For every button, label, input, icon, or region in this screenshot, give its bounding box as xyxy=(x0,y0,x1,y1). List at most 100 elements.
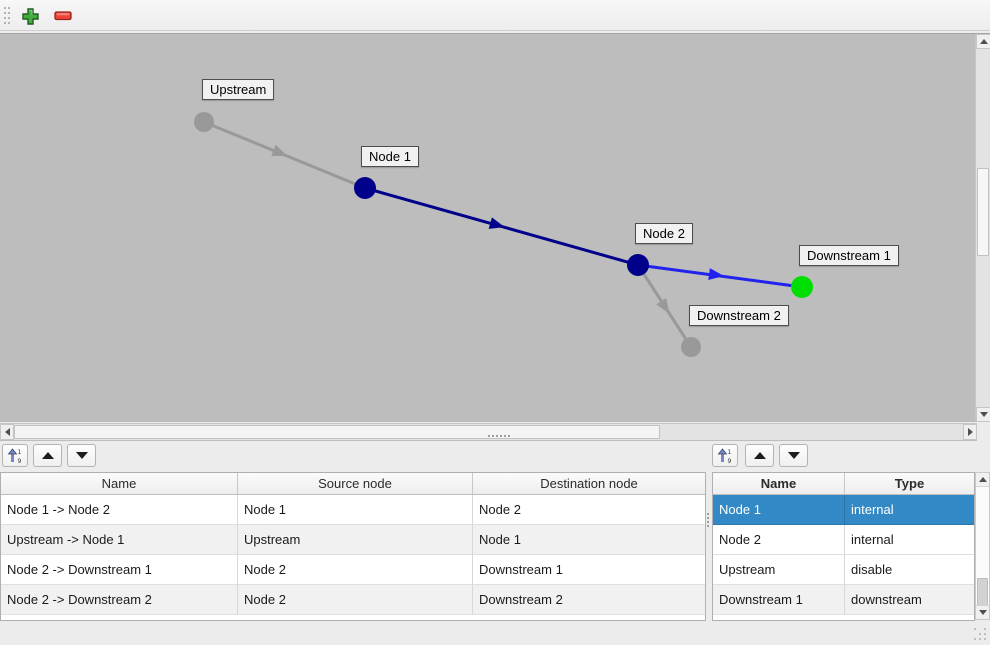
sort-icon: 1 9 xyxy=(7,448,23,464)
edge-destination-cell[interactable]: Node 1 xyxy=(473,525,705,555)
node-row[interactable]: Node 2 internal xyxy=(713,525,974,555)
edge-destination-cell[interactable]: Node 2 xyxy=(473,495,705,525)
triangle-up-icon xyxy=(980,39,988,44)
edge-name-cell[interactable]: Node 2 -> Downstream 2 xyxy=(1,585,238,615)
vertical-pane-splitter[interactable] xyxy=(707,513,709,515)
minus-icon xyxy=(54,11,72,21)
node-label-downstream2[interactable]: Downstream 2 xyxy=(689,305,789,326)
empty-row-stub xyxy=(713,615,974,620)
node-circle-node1[interactable] xyxy=(354,177,376,199)
horizontal-scrollbar-thumb[interactable] xyxy=(14,425,660,439)
node-circle-downstream2[interactable] xyxy=(681,337,701,357)
node-name-cell[interactable]: Node 1 xyxy=(713,495,845,525)
node-circle-upstream[interactable] xyxy=(194,112,214,132)
triangle-down-icon xyxy=(979,610,987,615)
triangle-down-icon xyxy=(980,412,988,417)
triangle-right-icon xyxy=(968,428,973,436)
scroll-up-button[interactable] xyxy=(976,34,990,49)
edge-node2-downstream1[interactable] xyxy=(638,265,802,287)
edge-destination-cell[interactable]: Downstream 1 xyxy=(473,555,705,585)
node-name-cell[interactable]: Upstream xyxy=(713,555,845,585)
scroll-down-button[interactable] xyxy=(976,605,989,619)
node-label-upstream[interactable]: Upstream xyxy=(202,79,274,100)
node-row[interactable]: Upstream disable xyxy=(713,555,974,585)
edge-node1-node2[interactable] xyxy=(365,188,638,265)
column-header-source-node[interactable]: Source node xyxy=(238,473,473,495)
main-toolbar xyxy=(0,0,990,31)
edge-source-cell[interactable]: Node 2 xyxy=(238,585,473,615)
edge-source-cell[interactable]: Node 2 xyxy=(238,555,473,585)
edge-name-cell[interactable]: Node 2 -> Downstream 1 xyxy=(1,555,238,585)
graph-panel: Upstream Node 1 Node 2 Downstream 1 Down… xyxy=(0,33,990,422)
node-row-selected[interactable]: Node 1 internal xyxy=(713,495,974,525)
graph-canvas[interactable]: Upstream Node 1 Node 2 Downstream 1 Down… xyxy=(0,34,975,422)
column-header-name[interactable]: Name xyxy=(713,473,845,495)
scroll-down-button[interactable] xyxy=(976,407,990,422)
edge-destination-cell[interactable]: Downstream 2 xyxy=(473,585,705,615)
svg-text:9: 9 xyxy=(728,458,732,464)
plus-icon xyxy=(22,8,39,25)
canvas-vertical-scrollbar[interactable] xyxy=(975,34,990,422)
svg-text:9: 9 xyxy=(18,458,22,464)
move-up-icon xyxy=(42,452,54,459)
node-name-cell[interactable]: Downstream 1 xyxy=(713,585,845,615)
svg-text:1: 1 xyxy=(18,449,22,456)
horizontal-pane-splitter[interactable] xyxy=(488,435,490,437)
node-circle-node2[interactable] xyxy=(627,254,649,276)
nodes-table-header: Name Type xyxy=(713,473,974,495)
edge-row[interactable]: Upstream -> Node 1 Upstream Node 1 xyxy=(1,525,705,555)
scroll-left-button[interactable] xyxy=(0,424,14,440)
nodes-table-scrollbar[interactable] xyxy=(975,472,990,620)
svg-text:1: 1 xyxy=(728,449,732,456)
empty-row-stub xyxy=(1,615,705,620)
canvas-horizontal-scrollbar[interactable] xyxy=(0,423,977,441)
move-down-icon xyxy=(76,452,88,459)
window-resize-grip[interactable] xyxy=(974,628,976,630)
remove-button[interactable] xyxy=(51,5,75,27)
node-label-node1[interactable]: Node 1 xyxy=(361,146,419,167)
edge-row[interactable]: Node 1 -> Node 2 Node 1 Node 2 xyxy=(1,495,705,525)
node-name-cell[interactable]: Node 2 xyxy=(713,525,845,555)
edges-move-up-button[interactable] xyxy=(33,444,62,467)
move-up-icon xyxy=(754,452,766,459)
edge-source-cell[interactable]: Node 1 xyxy=(238,495,473,525)
column-header-name[interactable]: Name xyxy=(1,473,238,495)
node-type-cell[interactable]: internal xyxy=(845,495,974,525)
node-circle-downstream1[interactable] xyxy=(791,276,813,298)
edge-row[interactable]: Node 2 -> Downstream 2 Node 2 Downstream… xyxy=(1,585,705,615)
edge-arrowhead xyxy=(489,217,507,233)
column-header-type[interactable]: Type xyxy=(845,473,974,495)
triangle-left-icon xyxy=(5,428,10,436)
node-type-cell[interactable]: disable xyxy=(845,555,974,585)
edges-move-down-button[interactable] xyxy=(67,444,96,467)
sort-icon: 1 9 xyxy=(717,448,733,464)
nodes-sort-button[interactable]: 1 9 xyxy=(712,444,738,467)
nodes-move-up-button[interactable] xyxy=(745,444,774,467)
nodes-move-down-button[interactable] xyxy=(779,444,808,467)
triangle-up-icon xyxy=(979,477,987,482)
column-header-destination-node[interactable]: Destination node xyxy=(473,473,705,495)
edges-sort-button[interactable]: 1 9 xyxy=(2,444,28,467)
edge-name-cell[interactable]: Upstream -> Node 1 xyxy=(1,525,238,555)
edge-name-cell[interactable]: Node 1 -> Node 2 xyxy=(1,495,238,525)
node-label-downstream1[interactable]: Downstream 1 xyxy=(799,245,899,266)
edge-row[interactable]: Node 2 -> Downstream 1 Node 2 Downstream… xyxy=(1,555,705,585)
nodes-table: Name Type Node 1 internal Node 2 interna… xyxy=(712,472,975,621)
edge-arrowhead xyxy=(271,145,289,162)
edges-table-header: Name Source node Destination node xyxy=(1,473,705,495)
edge-source-cell[interactable]: Upstream xyxy=(238,525,473,555)
toolbar-grip[interactable] xyxy=(4,7,6,9)
scroll-right-button[interactable] xyxy=(963,424,977,440)
add-button[interactable] xyxy=(18,5,42,27)
scroll-up-button[interactable] xyxy=(976,473,989,487)
edge-node2-downstream2[interactable] xyxy=(638,265,691,347)
edge-upstream-node1[interactable] xyxy=(204,122,365,188)
node-type-cell[interactable]: downstream xyxy=(845,585,974,615)
node-type-cell[interactable]: internal xyxy=(845,525,974,555)
vertical-scrollbar-thumb[interactable] xyxy=(977,168,989,256)
node-row[interactable]: Downstream 1 downstream xyxy=(713,585,974,615)
node-label-node2[interactable]: Node 2 xyxy=(635,223,693,244)
vertical-scrollbar-thumb[interactable] xyxy=(977,578,988,606)
graph-svg xyxy=(0,34,975,422)
